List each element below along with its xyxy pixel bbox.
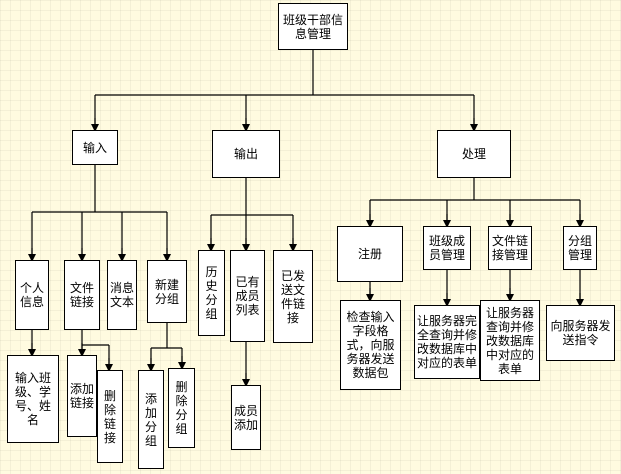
history-group-node: 历史分组 xyxy=(198,250,225,336)
group-mgmt-detail-node: 向服务器发送指令 xyxy=(546,305,615,361)
output-node: 输出 xyxy=(212,130,280,178)
register-node: 注册 xyxy=(337,226,403,282)
member-mgmt-detail-node: 让服务器完全查询并修改数据库中对应的表单 xyxy=(414,305,480,379)
personal-info-node: 个人信息 xyxy=(15,260,49,330)
delete-group-node: 删除分组 xyxy=(168,368,195,448)
sent-file-links-node: 已发送文件链接 xyxy=(273,250,313,343)
process-node: 处理 xyxy=(437,130,511,178)
connector-output xyxy=(210,178,294,250)
add-group-node: 添加分组 xyxy=(138,370,164,469)
connector-root xyxy=(94,50,475,130)
group-mgmt-node: 分组管理 xyxy=(563,226,597,270)
new-group-node: 新建分组 xyxy=(147,260,187,323)
connector-input xyxy=(31,165,168,260)
member-mgmt-node: 班级成员管理 xyxy=(423,226,471,270)
input-class-name-node: 输入班级、学号、姓名 xyxy=(7,355,59,443)
register-detail-node: 检查输入字段格式，向服务器发送数据包 xyxy=(340,300,401,390)
file-link-node: 文件链接 xyxy=(64,260,100,330)
connector-process xyxy=(369,178,581,226)
added-members-node: 已有成员列表 xyxy=(230,250,265,342)
delete-link-node: 删除链接 xyxy=(97,370,123,463)
file-link-mgmt-node: 文件链接管理 xyxy=(488,226,532,270)
input-node: 输入 xyxy=(72,130,118,165)
file-link-mgmt-detail-node: 让服务器查询并修改数据库中对应的表单 xyxy=(480,300,540,381)
member-added-node: 成员添加 xyxy=(231,385,261,450)
message-text-node: 消息文本 xyxy=(107,260,137,330)
root-node: 班级干部信息管理 xyxy=(278,3,348,50)
add-link-node: 添加链接 xyxy=(67,355,97,437)
